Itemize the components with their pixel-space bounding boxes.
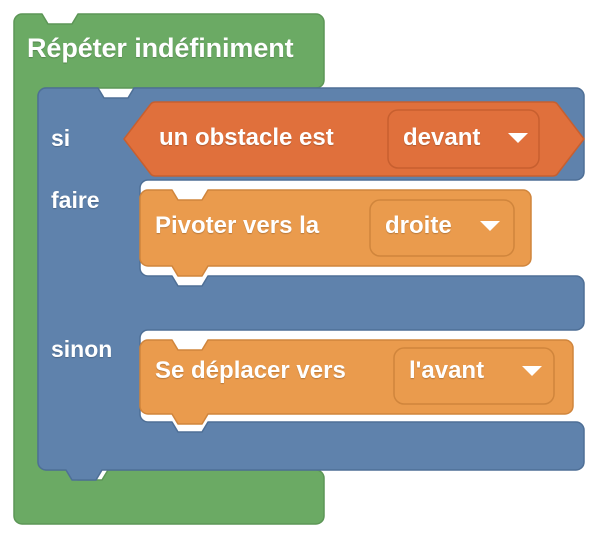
if-keyword-label: si bbox=[51, 125, 71, 151]
turn-dropdown-shape[interactable] bbox=[369, 199, 515, 257]
move-block-label: Se déplacer vers bbox=[155, 357, 346, 384]
turn-dropdown-value[interactable]: droite bbox=[385, 212, 452, 239]
obstacle-condition-shape[interactable] bbox=[123, 101, 585, 177]
condition-dropdown-value[interactable]: devant bbox=[403, 124, 481, 151]
obstacle-condition-label: un obstacle est bbox=[159, 124, 334, 151]
turn-block-shape[interactable] bbox=[139, 189, 532, 277]
move-dropdown-shape[interactable] bbox=[393, 347, 555, 405]
move-dropdown-value[interactable]: l'avant bbox=[409, 357, 485, 384]
chevron-down-icon[interactable] bbox=[480, 221, 500, 231]
chevron-down-icon[interactable] bbox=[508, 133, 528, 143]
chevron-down-icon[interactable] bbox=[522, 366, 542, 376]
move-block-shape[interactable] bbox=[139, 339, 574, 425]
condition-dropdown-shape[interactable] bbox=[387, 109, 540, 169]
forever-block-label: Répéter indéfiniment bbox=[27, 33, 294, 63]
if-else-block-shape[interactable] bbox=[37, 87, 585, 481]
turn-block-label: Pivoter vers la bbox=[155, 212, 320, 239]
do-keyword-label: faire bbox=[51, 187, 100, 213]
else-keyword-label: sinon bbox=[51, 336, 113, 362]
